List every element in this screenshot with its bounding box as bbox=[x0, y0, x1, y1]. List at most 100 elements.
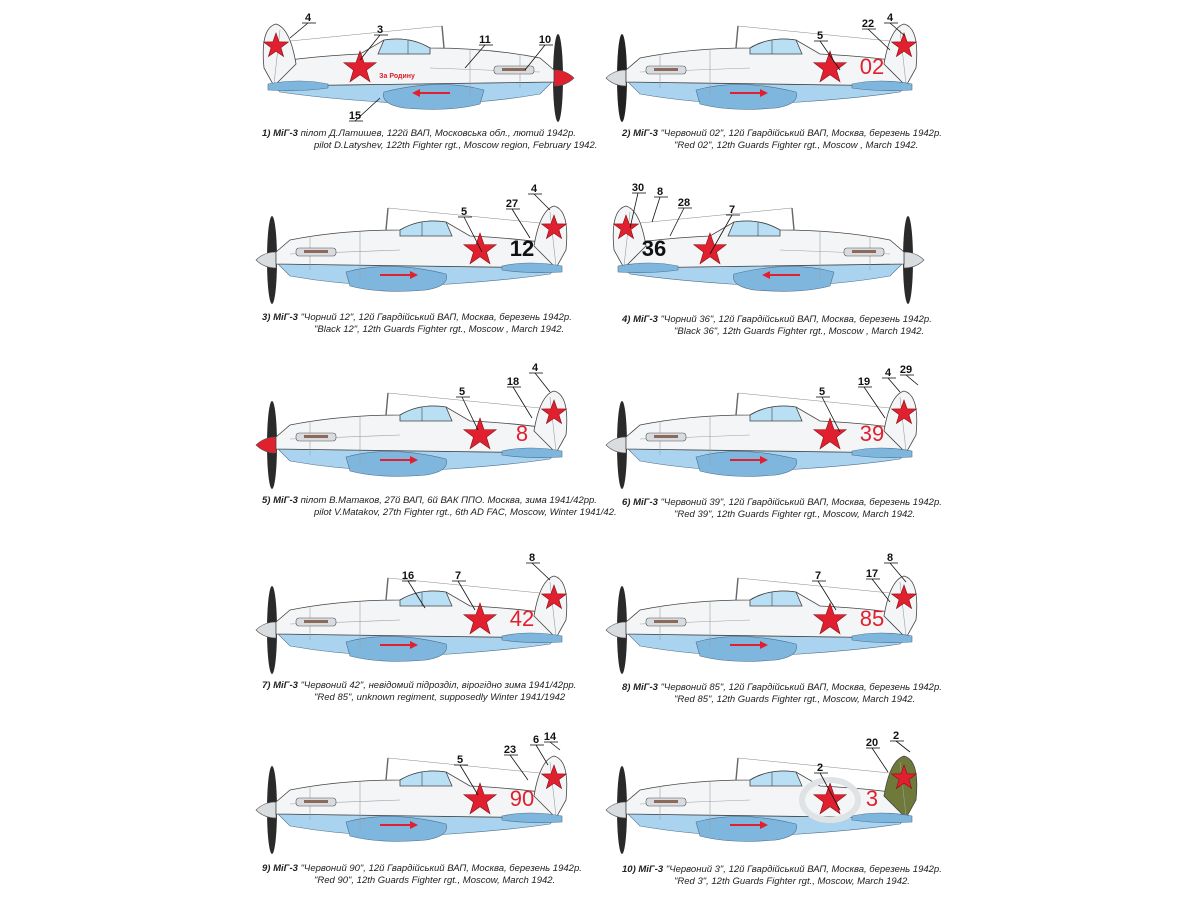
antenna-wire bbox=[387, 757, 551, 775]
callout-leader bbox=[464, 44, 486, 69]
callout-leader bbox=[889, 22, 906, 37]
aircraft-body-group bbox=[255, 205, 568, 304]
callout-number: 30 bbox=[632, 182, 644, 194]
wing-underside bbox=[345, 266, 447, 292]
callout-leader bbox=[524, 44, 546, 71]
caption-ukrainian: "Червоний 3", 12й Гвардійський ВАП, Моск… bbox=[665, 864, 942, 875]
callout-leader bbox=[905, 374, 919, 386]
tailplane bbox=[501, 632, 563, 643]
profile-caption: 10) МіГ-3 "Червоний 3", 12й Гвардійський… bbox=[622, 864, 942, 888]
tailplane bbox=[851, 812, 913, 823]
tail-number: 3 bbox=[866, 786, 878, 811]
exhaust-stacks bbox=[502, 68, 526, 71]
callout-number: 2 bbox=[817, 762, 823, 774]
tail-red-star bbox=[890, 399, 918, 425]
spinner bbox=[903, 251, 925, 269]
callout-number: 10 bbox=[539, 34, 551, 46]
cockpit-canopy bbox=[399, 770, 453, 787]
arrow-marking bbox=[730, 641, 768, 649]
antenna-mast bbox=[385, 577, 389, 601]
caption-ukrainian: пілот В.Матаков, 27й ВАП, 6й ВАК ППО. Мо… bbox=[300, 495, 597, 506]
exhaust-stacks bbox=[304, 435, 328, 438]
tail-number: 85 bbox=[860, 606, 884, 631]
antenna-wire bbox=[387, 392, 551, 410]
callout-number: 17 bbox=[866, 568, 878, 580]
tail-fin bbox=[533, 205, 568, 269]
profile-caption: 3) МіГ-3 "Чорний 12", 12й Гвардійський В… bbox=[262, 312, 572, 336]
slogan-text: За Родину bbox=[379, 73, 415, 80]
callout-number: 20 bbox=[866, 737, 878, 749]
wing-underside bbox=[695, 636, 797, 662]
tailplane bbox=[501, 812, 563, 823]
fuselage-red-star bbox=[812, 782, 848, 815]
caption-number: 10) МіГ-3 bbox=[622, 864, 664, 875]
cockpit-canopy bbox=[399, 405, 453, 422]
callout-leader bbox=[895, 740, 911, 753]
callout-number: 2 bbox=[893, 730, 899, 742]
tail-red-star bbox=[890, 584, 918, 610]
antenna-wire bbox=[737, 757, 901, 775]
profile-caption: 9) МіГ-3 "Червоний 90", 12й Гвардійський… bbox=[262, 863, 582, 887]
callout-number: 14 bbox=[544, 731, 557, 743]
callout-number: 22 bbox=[862, 18, 874, 30]
tail-red-star bbox=[540, 399, 568, 425]
antenna-mast bbox=[385, 207, 389, 231]
antenna-mast bbox=[441, 25, 445, 49]
fuselage-red-star bbox=[812, 417, 848, 450]
rudder-hinge bbox=[899, 581, 907, 637]
callout-leader bbox=[289, 22, 309, 39]
tailplane bbox=[501, 262, 563, 273]
callout-number: 7 bbox=[815, 570, 821, 582]
spinner bbox=[255, 621, 277, 639]
callout-number: 5 bbox=[459, 386, 465, 398]
callout-leader bbox=[463, 216, 483, 253]
callout-leader bbox=[531, 562, 551, 581]
antenna-mast bbox=[791, 207, 795, 231]
caption-english: "Red 39", 12th Guards Fighter rgt., Mosc… bbox=[674, 509, 916, 520]
tail-number: 39 bbox=[860, 421, 884, 446]
aircraft-body-group bbox=[605, 575, 918, 674]
callout-number: 11 bbox=[479, 34, 491, 46]
tail-fin bbox=[883, 755, 918, 819]
callout-number: 8 bbox=[887, 552, 893, 564]
exhaust-stacks bbox=[654, 68, 678, 71]
tailplane bbox=[617, 262, 679, 273]
callout-number: 16 bbox=[402, 570, 414, 582]
spinner bbox=[605, 436, 627, 454]
tail-fin bbox=[533, 755, 568, 819]
callout-number: 4 bbox=[531, 183, 538, 195]
callout-leader bbox=[549, 741, 561, 751]
tail-fin bbox=[533, 575, 568, 639]
tail-red-star bbox=[540, 764, 568, 790]
wing-underside bbox=[345, 816, 447, 842]
callout-number: 27 bbox=[506, 198, 518, 210]
callout-number: 29 bbox=[900, 364, 912, 376]
arrow-marking bbox=[762, 271, 800, 279]
callout-leader bbox=[407, 580, 426, 609]
aircraft-drawing: 3 2 20 2 bbox=[605, 730, 918, 854]
rudder-hinge bbox=[549, 581, 557, 637]
cockpit-canopy bbox=[749, 590, 803, 607]
profile-caption: 8) МіГ-3 "Червоний 85", 12й Гвардійський… bbox=[622, 682, 942, 706]
fuselage-red-star bbox=[462, 782, 498, 815]
callout-leader bbox=[534, 372, 551, 393]
tail-red-star bbox=[612, 214, 640, 240]
caption-english: "Black 12", 12th Guards Fighter rgt., Mo… bbox=[314, 324, 565, 335]
exhaust-stacks bbox=[654, 800, 678, 803]
callout-number: 4 bbox=[305, 12, 312, 24]
antenna-mast bbox=[735, 392, 739, 416]
callout-number: 4 bbox=[885, 367, 892, 379]
caption-english: pilot D.Latyshev, 122th Fighter rgt., Mo… bbox=[314, 140, 598, 151]
tailplane bbox=[851, 80, 913, 91]
exhaust-stacks bbox=[654, 620, 678, 623]
spinner bbox=[255, 251, 277, 269]
